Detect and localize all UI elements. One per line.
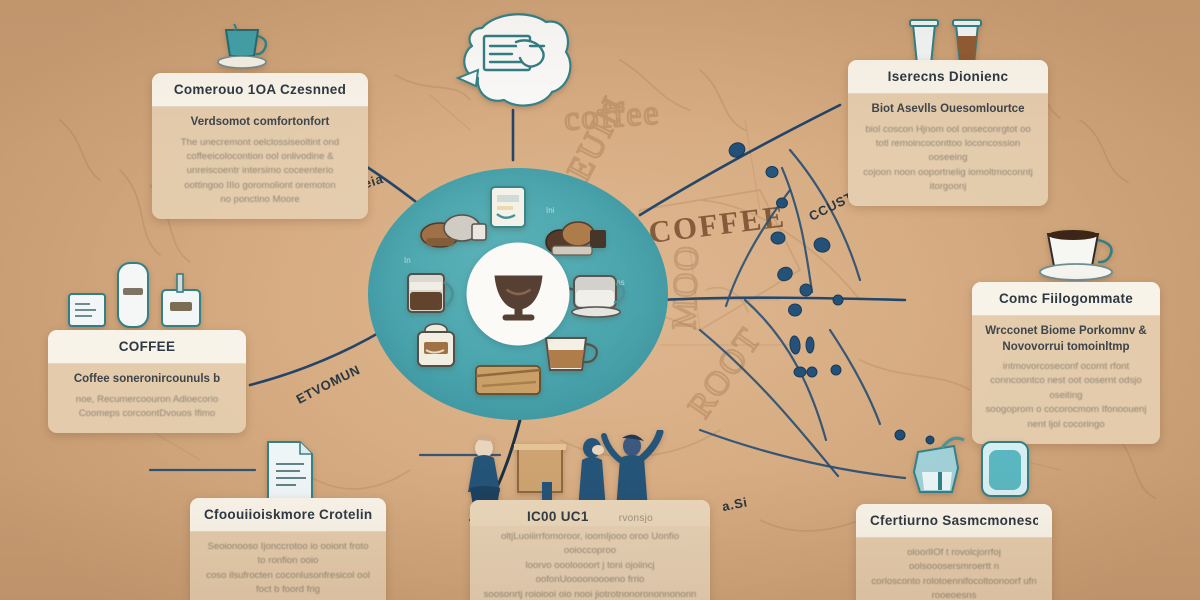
card-header: Iserecns Dionienc [848,60,1048,94]
coffee-roaster-icon[interactable] [418,210,490,259]
connector-hub-to-top-right [638,103,842,217]
card-top-right[interactable]: Iserecns Dionienc Biot Asevlls Ouesomlou… [848,60,1048,207]
takeaway-cup-full-icon[interactable] [948,16,984,72]
coffee-jar-icon[interactable] [410,320,462,377]
coffee-cake-icon[interactable] [472,356,544,405]
card-body: Seoionooso Ijonccrotoo io ooiont froto t… [190,532,386,600]
coffee-cup-saucer-icon[interactable] [214,22,276,74]
connector-to-bottom-right [698,328,840,478]
card-bottom-left[interactable]: Cfoouiioiskmore Crotelin Seoionooso Ijon… [190,498,386,600]
takeaway-cup-empty-icon[interactable] [905,16,941,72]
icon-group-right [1036,222,1122,286]
hub-center-badge[interactable] [466,242,570,346]
card-title: Cfoouiioiskmore Crotelin [204,507,372,522]
hub-micro-label-3: Ins [614,278,625,287]
connector-branch-a [743,298,828,442]
connector-label-bottom-right: a.Si [721,494,749,514]
document-icon[interactable] [262,438,316,504]
card-text: oltjLuoiiirrfomoroor, ioomIjooo oroo Uon… [483,531,697,600]
icon-group-top-right [905,16,984,72]
card-header: Comc Fiilogommate [972,282,1160,316]
card-body: Verdsomot comfortonfort The unecremont o… [152,107,368,219]
card-bottom-right[interactable]: Cfertiurno Sasmcmonescy oloorlIOf t rovo… [856,504,1052,600]
hub-micro-label-1: In [404,256,411,265]
card-title: IC00 UC1 rvonsjo [484,509,696,524]
card-title: Cfertiurno Sasmcmonescy [870,513,1038,528]
card-title-suffix: rvonsjo [618,513,654,524]
coffee-grinder-icon[interactable] [158,272,204,330]
icon-group-top-left [214,22,276,74]
card-header: Cfoouiioiskmore Crotelin [190,498,386,532]
coffee-label-card-icon[interactable] [66,288,108,330]
connector-branch-b [780,166,814,294]
coffee-canister-icon[interactable] [115,260,151,330]
water-tank-icon[interactable] [977,438,1033,500]
card-left[interactable]: COFFEE Coffee soneronircounuls b noe, Re… [48,330,246,434]
french-press-icon[interactable] [398,266,464,325]
icon-group-left [66,260,204,330]
card-header: Comerouo 1OA Czesnned [152,73,368,107]
card-right[interactable]: Comc Fiilogommate Wrcconet Biome Porkomn… [972,282,1160,444]
speech-bubble[interactable] [452,8,577,116]
card-body: Wrcconet Biome Porkomnv &Novovorrui tomo… [972,316,1160,444]
card-subtitle: Biot Asevlls Ouesomlourtce [871,103,1025,115]
background-word-coffee: coffee [563,94,662,138]
coffee-label-icon[interactable] [488,184,528,235]
card-header: Cfertiurno Sasmcmonescy [856,504,1052,538]
card-bottom-center[interactable]: IC00 UC1 rvonsjo oltjLuoiiirrfomoroor, i… [470,500,710,600]
connector-branch-c [788,148,862,282]
connector-branch-h [828,328,882,426]
card-top-left[interactable]: Comerouo 1OA Czesnned Verdsomot comforto… [152,73,368,220]
card-title: Comc Fiilogommate [998,291,1134,306]
card-title: Comerouo 1OA Czesnned [173,82,347,97]
connector-nodes [728,142,935,445]
background-word-beuin: MOO [666,244,706,331]
icon-group-bottom-right [908,428,1033,500]
speech-bubble-shape [455,13,572,107]
coffee-cup-icon [494,275,542,320]
card-body: Coffee soneronircounuls b noe, Recumerco… [48,364,246,433]
card-subtitle: Wrcconet Biome Porkomnv &Novovorrui tomo… [985,325,1147,353]
connector-hub-to-right [658,296,907,302]
card-subtitle: Coffee soneronircounuls b [73,373,221,385]
document-hand-icon [482,34,546,72]
latte-cup-icon[interactable] [540,326,602,383]
card-body: oltjLuoiiirrfomoroor, ioomIjooo oroo Uon… [470,526,710,600]
card-header: COFFEE [48,330,246,364]
icon-group-bottom-left [262,438,316,504]
card-title: COFFEE [118,339,176,354]
card-text: Seoionooso Ijonccrotoo io ooiont froto t… [206,541,370,600]
card-header: IC00 UC1 rvonsjo [470,500,710,526]
card-body: oloorlIOf t rovolcjorrfoj oolsooosersmro… [856,538,1052,600]
card-text: oloorlIOf t rovolcjorrfoj oolsooosersmro… [871,547,1037,600]
card-subtitle: Verdsomot comfortonfort [190,116,330,128]
card-title-main: IC00 UC1 [526,509,589,524]
hub-micro-label-2: Ini [546,206,555,215]
coffee-pot-icon[interactable] [560,266,632,325]
espresso-machine-icon[interactable] [908,428,970,500]
center-hub: In Ini Ins [368,168,668,420]
espresso-cup-saucer-icon[interactable] [1036,222,1122,286]
coffee-beans-bag-icon[interactable] [538,216,612,265]
card-body: Biot Asevlls Ouesomlourtce biol coscon H… [848,94,1048,206]
connector-branch-d [698,428,907,480]
card-title: Iserecns Dionienc [887,69,1009,84]
